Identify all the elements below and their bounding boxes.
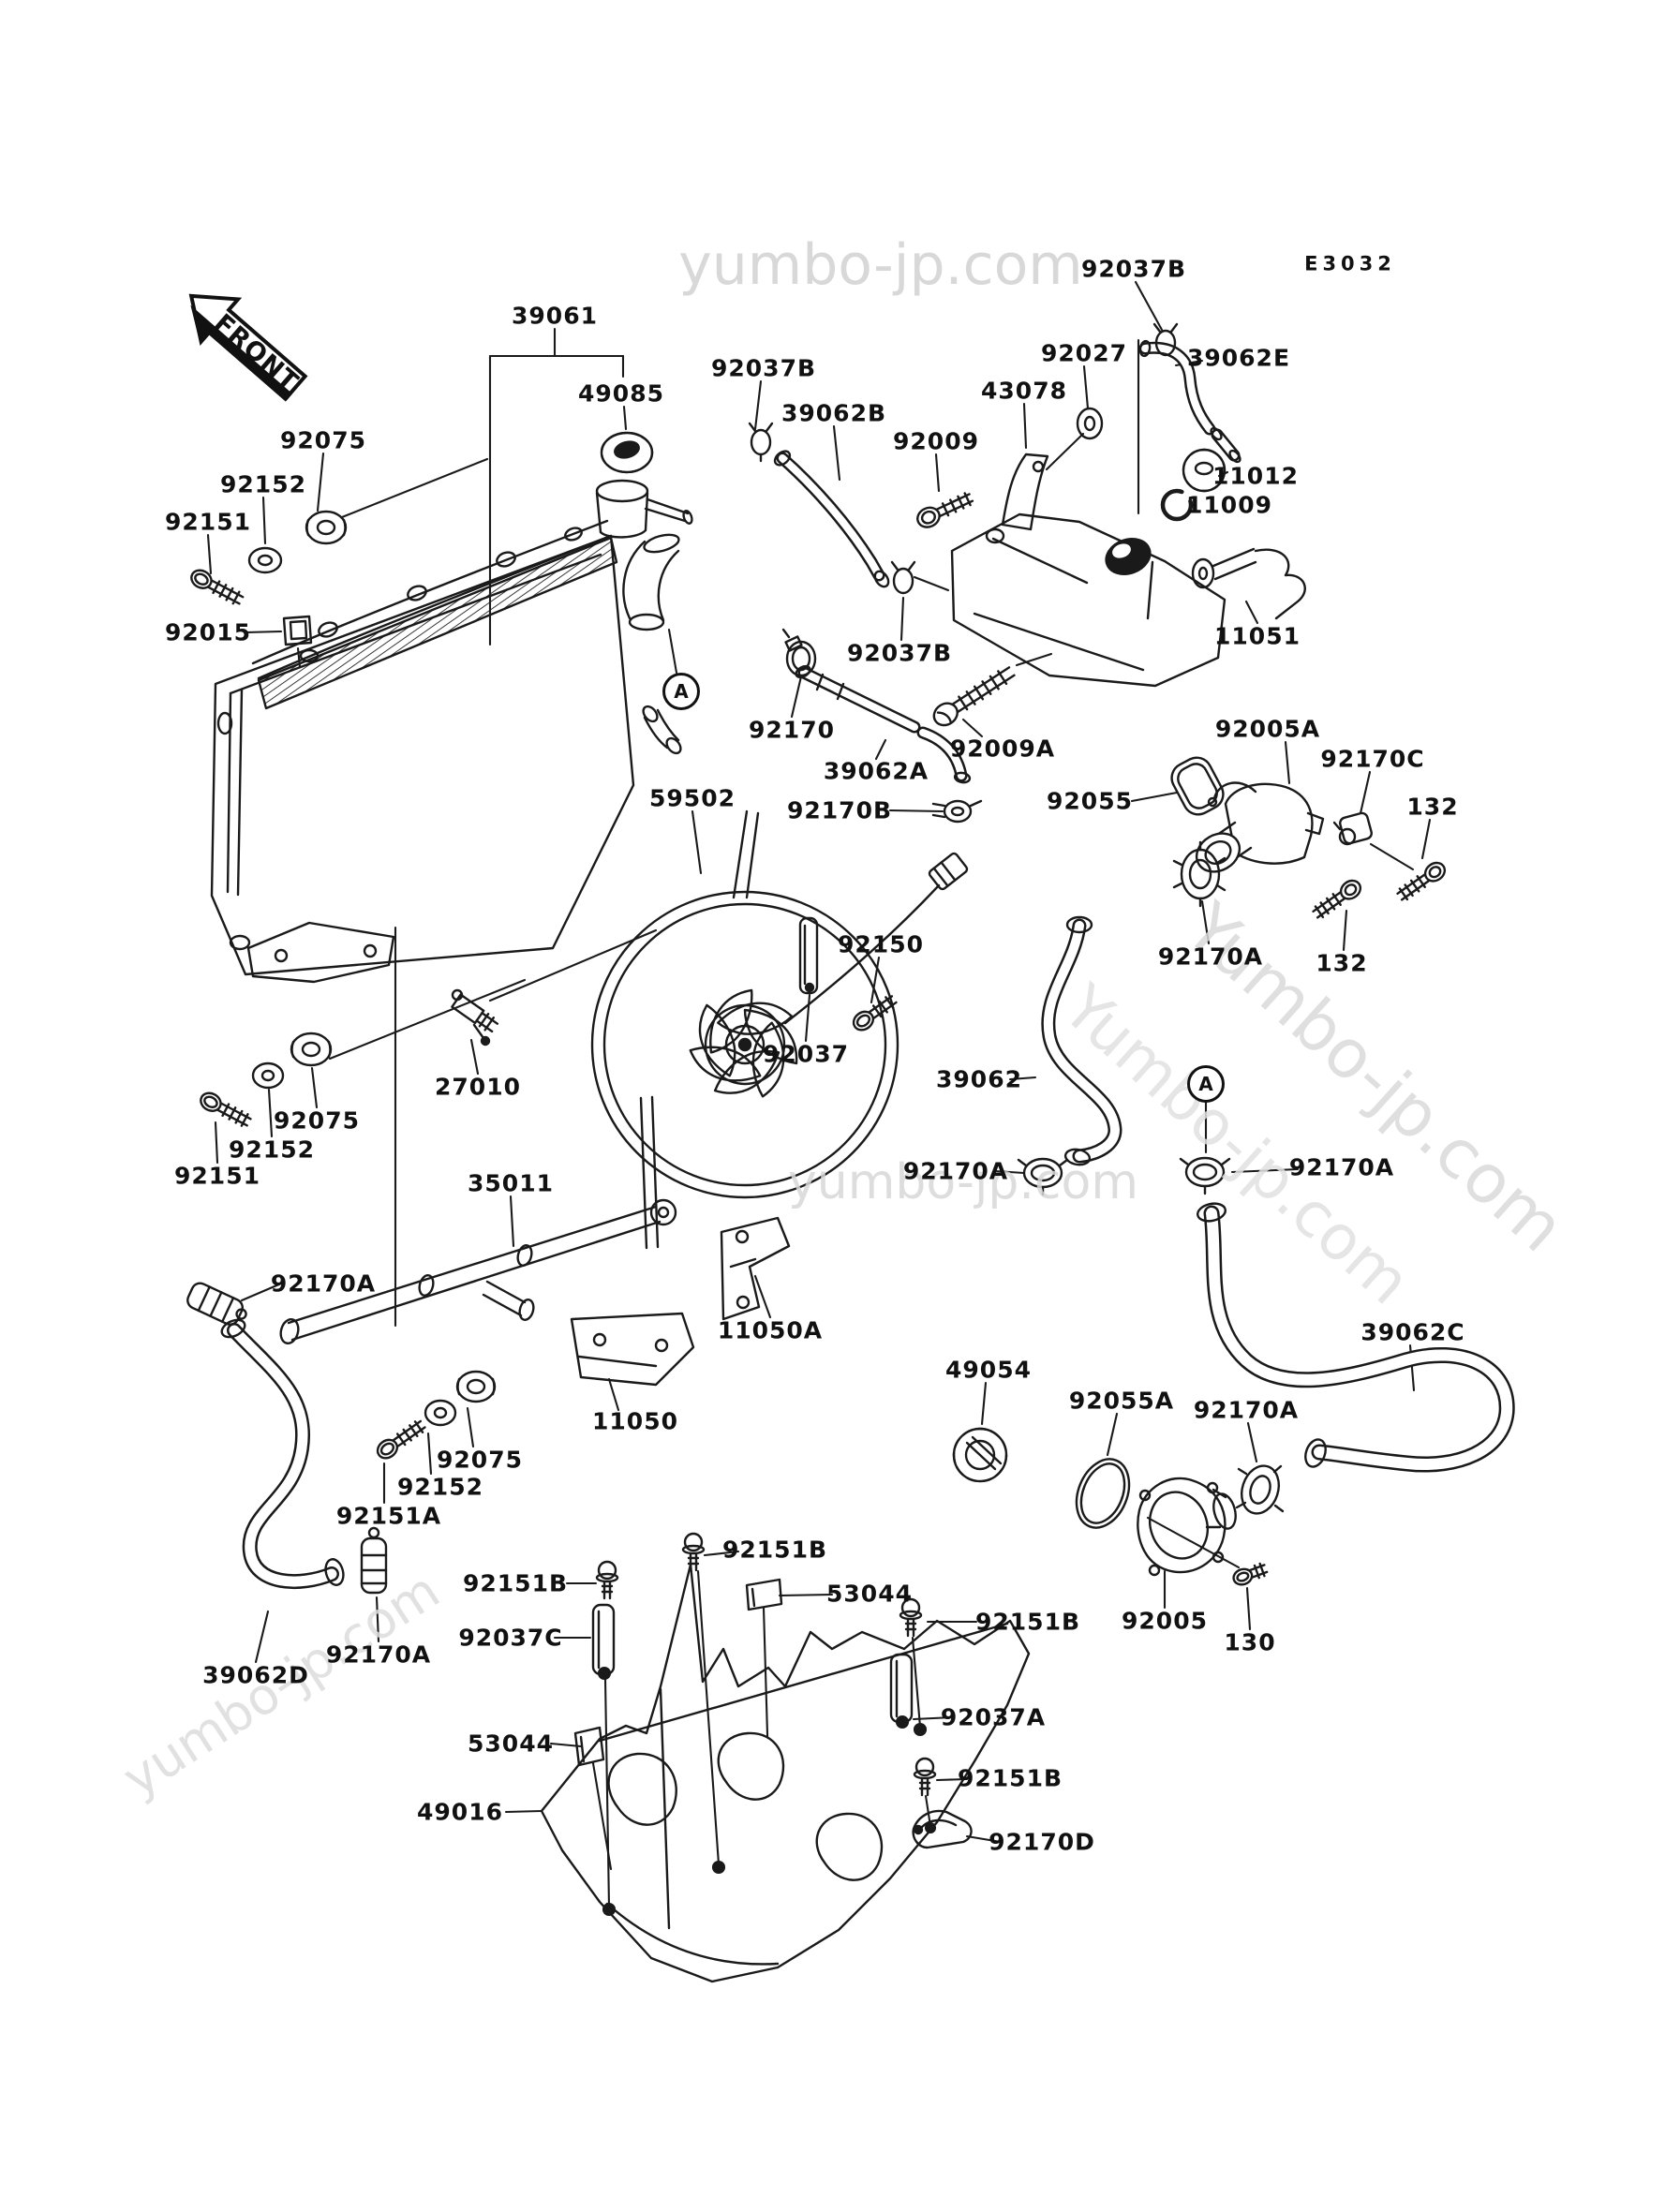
clamp-92037b-top xyxy=(748,422,774,463)
hoses-top-drawing xyxy=(748,322,1241,824)
front-arrow: FRONT xyxy=(188,293,308,402)
fitting-92170b xyxy=(931,799,983,824)
part-label-11009: 11009 xyxy=(1186,491,1272,519)
part-label-92037a: 92037A xyxy=(940,1703,1047,1731)
part-label-92170a: 92170A xyxy=(325,1640,432,1669)
part-label-49016: 49016 xyxy=(417,1798,503,1826)
bolts-92151b-drawing xyxy=(595,1532,937,1797)
part-label-27010: 27010 xyxy=(435,1073,521,1101)
part-label-92152: 92152 xyxy=(229,1136,315,1164)
part-label-39062d: 39062D xyxy=(202,1661,309,1689)
cooling-fan-drawing xyxy=(590,809,969,1250)
part-label-92170a: 92170A xyxy=(902,1157,1009,1185)
part-label-39062e: 39062E xyxy=(1186,344,1291,372)
part-label-11012: 11012 xyxy=(1212,462,1299,490)
bottom-fasteners-drawing xyxy=(376,1370,497,1460)
part-label-92170a: 92170A xyxy=(1193,1396,1300,1424)
part-label-43078: 43078 xyxy=(981,377,1067,405)
detail-marker-a: A xyxy=(662,673,700,710)
part-label-92005: 92005 xyxy=(1122,1607,1208,1635)
part-label-92152: 92152 xyxy=(220,470,306,498)
part-label-92075: 92075 xyxy=(437,1446,523,1474)
upper-left-fasteners-drawing xyxy=(190,510,348,646)
part-label-92009a: 92009A xyxy=(949,735,1056,763)
front-arrow-label: FRONT xyxy=(208,308,304,396)
part-label-92170d: 92170D xyxy=(989,1828,1095,1856)
part-label-92151: 92151 xyxy=(165,508,251,536)
part-label-92037b: 92037B xyxy=(710,354,817,382)
part-label-92170a: 92170A xyxy=(1157,943,1264,971)
brackets-dampers-drawing xyxy=(573,916,914,1767)
part-label-92151b: 92151B xyxy=(462,1569,569,1597)
temp-sensor-drawing xyxy=(451,988,499,1047)
part-label-11051: 11051 xyxy=(1214,622,1301,650)
thermostat-housing-drawing xyxy=(1170,756,1447,919)
part-label-92151b: 92151B xyxy=(974,1608,1081,1636)
part-label-92170: 92170 xyxy=(749,716,835,744)
part-label-92075: 92075 xyxy=(274,1106,360,1135)
part-label-53044: 53044 xyxy=(826,1580,913,1608)
reserve-tank-drawing xyxy=(916,407,1306,727)
part-label-49054: 49054 xyxy=(945,1356,1032,1384)
part-label-92037b: 92037B xyxy=(1080,255,1187,283)
part-label-92009: 92009 xyxy=(893,427,979,455)
part-label-39062b: 39062B xyxy=(781,399,887,427)
part-label-92037c: 92037C xyxy=(458,1624,563,1652)
part-label-92170a: 92170A xyxy=(1288,1153,1395,1181)
leader-lines xyxy=(206,280,1432,1917)
part-label-92170c: 92170C xyxy=(1320,745,1425,773)
part-label-130: 130 xyxy=(1224,1628,1276,1656)
part-label-92005a: 92005A xyxy=(1214,715,1321,743)
part-label-59502: 59502 xyxy=(649,784,736,812)
part-label-92075: 92075 xyxy=(280,426,366,454)
part-label-11050: 11050 xyxy=(592,1407,678,1435)
hose-39062d-drawing xyxy=(186,1282,388,1595)
part-label-35011: 35011 xyxy=(468,1169,554,1197)
heat-shield-drawing xyxy=(540,1563,1031,1983)
hose-39062-drawing xyxy=(1017,915,1231,1196)
part-label-92151b: 92151B xyxy=(721,1536,828,1564)
part-label-39061: 39061 xyxy=(512,302,598,330)
part-label-92170b: 92170B xyxy=(786,796,893,824)
part-label-92170a: 92170A xyxy=(270,1269,377,1298)
part-label-92152: 92152 xyxy=(397,1473,483,1501)
part-label-92037: 92037 xyxy=(763,1040,849,1068)
pipe-assy-drawing xyxy=(279,1198,791,1387)
part-label-92015: 92015 xyxy=(165,618,251,646)
part-label-39062c: 39062C xyxy=(1360,1318,1465,1346)
part-label-132: 132 xyxy=(1316,949,1368,977)
part-label-e3032: E3032 xyxy=(1304,252,1396,275)
hose-39062c-drawing xyxy=(1197,1202,1515,1473)
part-label-92055: 92055 xyxy=(1047,787,1133,815)
part-label-49085: 49085 xyxy=(578,379,664,408)
radiator-drawing xyxy=(210,431,693,984)
part-label-11050a: 11050A xyxy=(717,1316,824,1344)
lower-left-fasteners-drawing xyxy=(200,1032,333,1127)
part-label-132: 132 xyxy=(1406,793,1459,821)
part-label-92151: 92151 xyxy=(174,1162,260,1190)
part-label-39062: 39062 xyxy=(936,1065,1022,1093)
waterpump-group-drawing xyxy=(912,1427,1285,1849)
part-label-53044: 53044 xyxy=(468,1729,554,1758)
part-label-92150: 92150 xyxy=(838,930,924,958)
part-label-92151a: 92151A xyxy=(335,1502,442,1530)
part-label-92037b: 92037B xyxy=(846,639,953,667)
detail-marker-a: A xyxy=(1187,1065,1225,1103)
part-label-92027: 92027 xyxy=(1041,339,1127,367)
part-label-92055a: 92055A xyxy=(1068,1387,1175,1415)
part-label-92151b: 92151B xyxy=(957,1764,1063,1792)
clamp-92170 xyxy=(781,628,817,677)
part-label-39062a: 39062A xyxy=(823,757,929,785)
